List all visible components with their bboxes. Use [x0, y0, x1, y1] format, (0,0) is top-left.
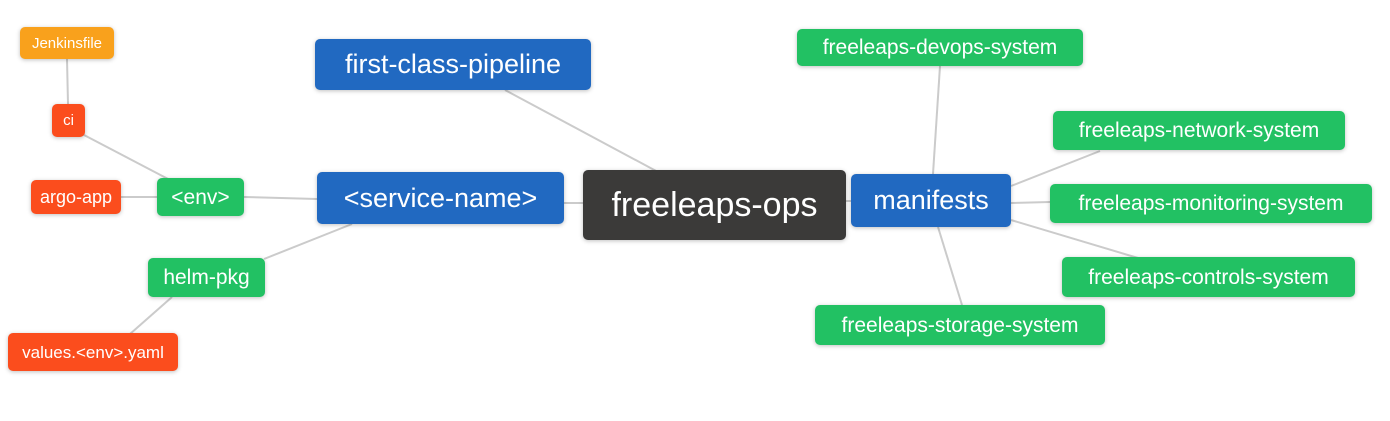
node-freeleaps-devops-system[interactable]: freeleaps-devops-system [797, 29, 1083, 66]
node-freeleaps-network-system[interactable]: freeleaps-network-system [1053, 111, 1345, 150]
edge-helm-pkg--values-env-yaml [129, 296, 173, 335]
node-jenkinsfile[interactable]: Jenkinsfile [20, 27, 114, 59]
node-freeleaps-storage-system[interactable]: freeleaps-storage-system [815, 305, 1105, 345]
node-helm-pkg[interactable]: helm-pkg [148, 258, 265, 297]
node-freeleaps-ops[interactable]: freeleaps-ops [583, 170, 846, 240]
node-service-name[interactable]: <service-name> [317, 172, 564, 224]
edge-manifests--freeleaps-monitoring-system [1010, 201, 1051, 204]
edge-env--service-name [243, 196, 318, 200]
node-freeleaps-monitoring-system[interactable]: freeleaps-monitoring-system [1050, 184, 1372, 223]
edge-ci--env [83, 134, 171, 181]
edge-manifests--freeleaps-network-system [1010, 150, 1101, 187]
edge-first-class-pipeline--freeleaps-ops [504, 89, 659, 173]
edge-jenkinsfile--ci [66, 58, 69, 105]
node-values-env-yaml[interactable]: values.<env>.yaml [8, 333, 178, 371]
node-manifests[interactable]: manifests [851, 174, 1011, 227]
edge-manifests--freeleaps-storage-system [937, 226, 963, 306]
edge-service-name--helm-pkg [263, 223, 353, 260]
edge-manifests--freeleaps-devops-system [932, 65, 941, 175]
node-env[interactable]: <env> [157, 178, 244, 216]
node-freeleaps-controls-system[interactable]: freeleaps-controls-system [1062, 257, 1355, 297]
node-first-class-pipeline[interactable]: first-class-pipeline [315, 39, 591, 90]
node-ci[interactable]: ci [52, 104, 85, 137]
node-argo-app[interactable]: argo-app [31, 180, 121, 214]
edge-manifests--freeleaps-controls-system [1010, 219, 1139, 259]
